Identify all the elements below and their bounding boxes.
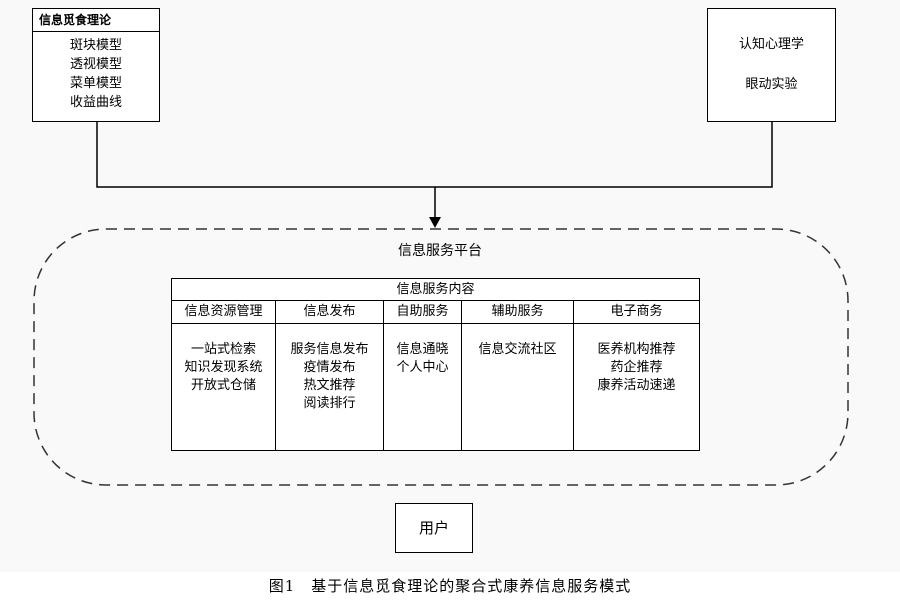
column-line: 个人中心: [396, 360, 449, 375]
arrow-head: [429, 217, 441, 228]
cognitive-box: 认知心理学 眼动实验: [707, 8, 836, 122]
cognitive-item: 认知心理学: [738, 37, 804, 52]
column-line: 一站式检索: [190, 342, 256, 357]
column-body: 服务信息发布 疫情发布 热文推荐 阅读排行: [276, 324, 383, 413]
cognitive-item: 眼动实验: [745, 77, 798, 92]
column-line: 疫情发布: [303, 360, 356, 375]
service-column: 辅助服务 信息交流社区: [462, 301, 574, 451]
column-line: 康养活动速递: [597, 378, 676, 393]
user-box: 用户: [395, 503, 473, 553]
theory-box: 信息觅食理论 斑块模型 透视模型 菜单模型 收益曲线: [32, 8, 160, 122]
theory-title: 信息觅食理论: [33, 9, 159, 32]
column-header: 信息资源管理: [172, 301, 275, 324]
column-line: 信息交流社区: [478, 342, 557, 357]
service-column: 信息资源管理 一站式检索 知识发现系统 开放式仓储: [172, 301, 276, 451]
diagram-canvas: 信息觅食理论 斑块模型 透视模型 菜单模型 收益曲线 认知心理学 眼动实验 信息…: [32, 8, 849, 553]
column-header: 信息发布: [276, 301, 383, 324]
column-line: 知识发现系统: [184, 360, 263, 375]
column-body: 一站式检索 知识发现系统 开放式仓储: [172, 324, 275, 395]
service-column: 信息发布 服务信息发布 疫情发布 热文推荐 阅读排行: [276, 301, 384, 451]
column-header: 自助服务: [384, 301, 461, 324]
theory-item: 透视模型: [69, 57, 122, 72]
column-body: 医养机构推荐 药企推荐 康养活动速递: [574, 324, 699, 395]
column-header: 电子商务: [574, 301, 699, 324]
service-content-title: 信息服务内容: [172, 279, 699, 301]
column-line: 信息通晓: [396, 342, 449, 357]
service-column: 电子商务 医养机构推荐 药企推荐 康养活动速递: [574, 301, 699, 451]
merge-connector: [96, 122, 773, 188]
column-line: 热文推荐: [303, 378, 356, 393]
platform-title: 信息服务平台: [398, 243, 482, 259]
platform-dashed-boundary: [33, 228, 849, 486]
theory-item: 菜单模型: [69, 76, 122, 91]
theory-item: 收益曲线: [69, 95, 122, 110]
service-column: 自助服务 信息通晓 个人中心: [384, 301, 462, 451]
column-line: 阅读排行: [303, 396, 356, 411]
connectors: [33, 122, 849, 486]
column-header: 辅助服务: [462, 301, 573, 324]
service-columns: 信息资源管理 一站式检索 知识发现系统 开放式仓储 信息发布 服务信息发布 疫情…: [172, 301, 699, 451]
service-content-table: 信息服务内容 信息资源管理 一站式检索 知识发现系统 开放式仓储 信息发布 服务…: [171, 278, 700, 451]
figure-caption: 图1 基于信息觅食理论的聚合式康养信息服务模式: [268, 577, 632, 595]
column-line: 药企推荐: [610, 360, 663, 375]
column-body: 信息交流社区: [462, 324, 573, 359]
column-line: 服务信息发布: [290, 342, 369, 357]
column-line: 医养机构推荐: [597, 342, 676, 357]
theory-item: 斑块模型: [69, 38, 122, 53]
theory-items: 斑块模型 透视模型 菜单模型 收益曲线: [33, 32, 159, 112]
column-body: 信息通晓 个人中心: [384, 324, 461, 377]
column-line: 开放式仓储: [190, 378, 256, 393]
